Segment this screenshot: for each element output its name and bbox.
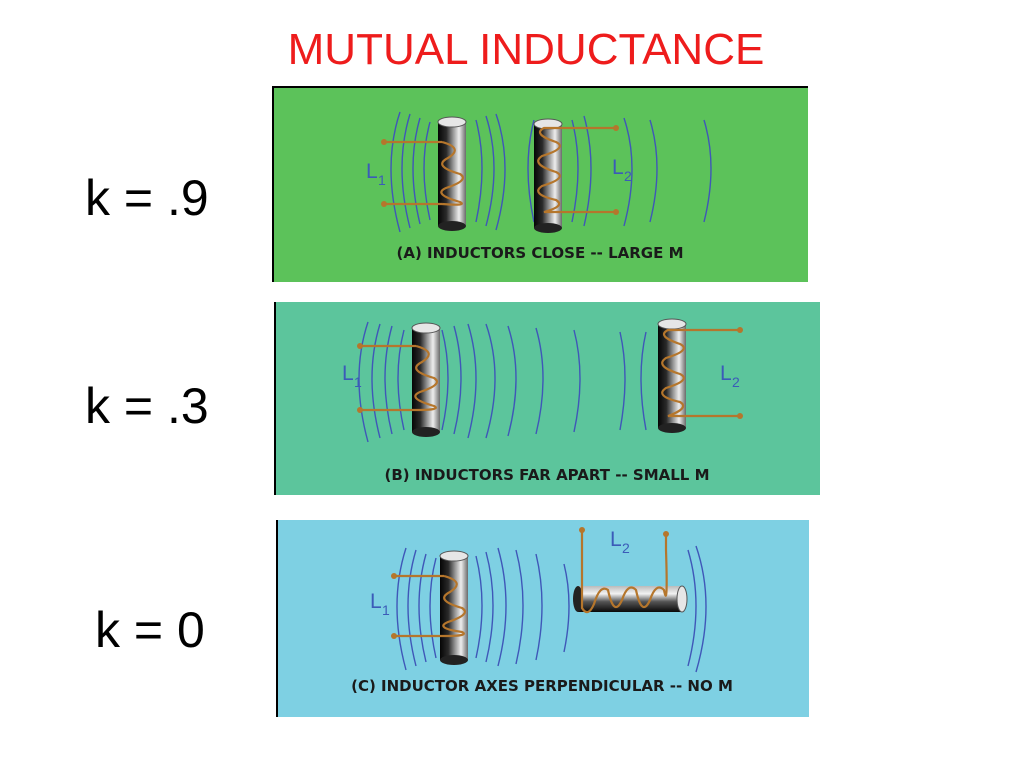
k-label-c: k = 0	[95, 602, 205, 658]
caption-c: (C) INDUCTOR AXES PERPENDICULAR -- NO M	[351, 677, 733, 695]
l1-label: L	[342, 362, 354, 385]
panel-c-background	[276, 520, 809, 717]
caption-a: (A) INDUCTORS CLOSE -- LARGE M	[396, 244, 683, 262]
inductor-l2	[533, 118, 619, 233]
l2-subscript: 2	[624, 168, 632, 184]
l2-label: L	[612, 156, 624, 179]
inductor-l2	[657, 318, 743, 433]
l2-subscript: 2	[622, 540, 630, 556]
panel-b: L 1 L 2 (B) INDUCTORS FAR APART -- SMALL…	[274, 302, 820, 495]
panel-c: L 1 L 2 (C) INDUCTOR AXES PERPENDICULAR …	[276, 520, 809, 717]
k-label-b: k = .3	[85, 378, 209, 434]
l1-subscript: 1	[354, 374, 362, 390]
page-title: MUTUAL INDUCTANCE	[287, 25, 765, 74]
l1-label: L	[370, 590, 382, 613]
caption-b: (B) INDUCTORS FAR APART -- SMALL M	[384, 466, 709, 484]
l1-subscript: 1	[378, 172, 386, 188]
l2-label: L	[720, 362, 732, 385]
l1-subscript: 1	[382, 602, 390, 618]
inductor-l1	[381, 116, 467, 231]
magnetic-field-lines	[396, 545, 707, 673]
l2-label: L	[610, 528, 622, 551]
inductor-l2	[573, 527, 688, 614]
magnetic-field-lines	[390, 111, 712, 233]
magnetic-field-lines	[358, 321, 647, 443]
l2-subscript: 2	[732, 374, 740, 390]
k-label-a: k = .9	[85, 170, 209, 226]
inductor-l1	[391, 550, 469, 665]
l1-label: L	[366, 160, 378, 183]
inductor-l1	[357, 322, 441, 437]
panel-a: L 1 L 2 (A) INDUCTORS CLOSE -- LARGE M	[272, 86, 808, 282]
